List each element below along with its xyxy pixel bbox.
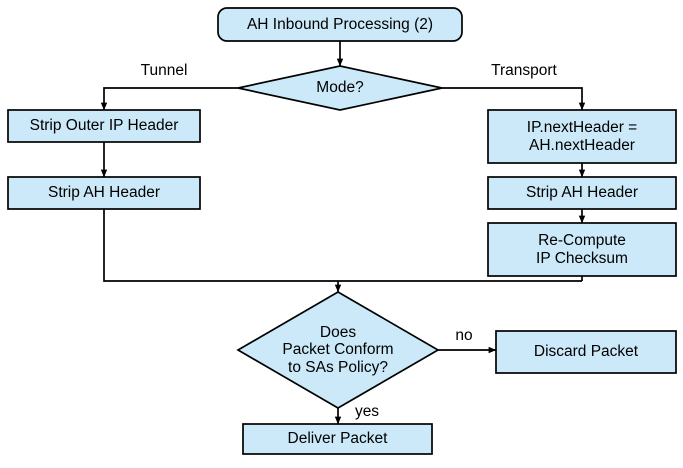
node-ip-nextheader-assign-shape: [487, 109, 677, 164]
node-strip-ah-header-tunnel-shape: [7, 176, 201, 210]
node-discard-packet-shape: [495, 330, 677, 374]
edge-tunnel-merge-bus: [103, 209, 582, 282]
node-strip-outer-ip-header-shape: [7, 109, 201, 143]
edge-mode-transport-to-ip-nextheader: [442, 87, 586, 111]
node-conform-check-shape: [236, 291, 440, 409]
node-mode-shape: [237, 65, 443, 111]
node-strip-ah-header-transport-shape: [487, 176, 677, 210]
node-deliver-packet-shape: [242, 423, 433, 455]
edge-mode-tunnel-to-strip-outer-ip: [100, 87, 238, 111]
connector-group: [100, 41, 586, 425]
node-recompute-ip-checksum-shape: [487, 222, 677, 277]
node-start-shape: [217, 7, 463, 42]
